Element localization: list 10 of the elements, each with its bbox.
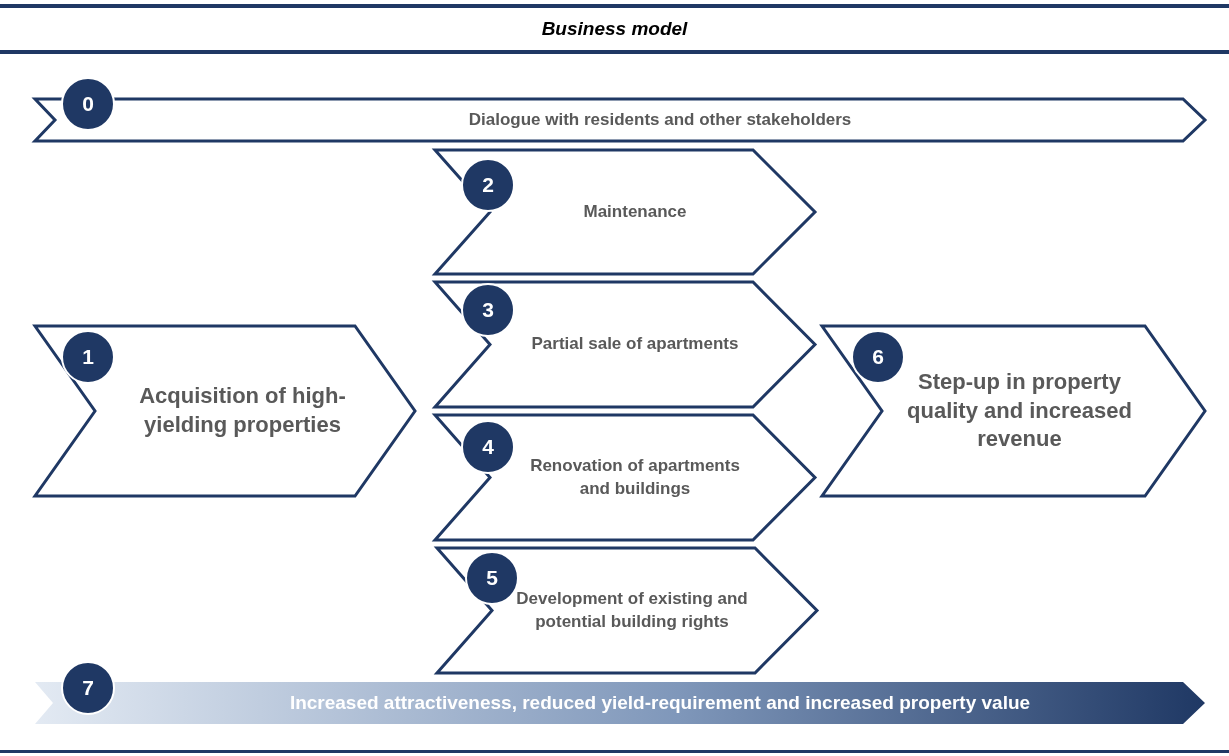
- step-number: 7: [61, 661, 115, 715]
- step-label: Renovation of apartments and buildings: [529, 455, 741, 500]
- step-label: Maintenance: [583, 200, 687, 223]
- step-label: Acquisition of high-yielding properties: [138, 382, 347, 439]
- step-label: Partial sale of apartments: [531, 333, 739, 356]
- step-label: Increased attractiveness, reduced yield-requirement and increased property value: [289, 690, 1031, 715]
- step-number: 0: [61, 77, 115, 131]
- step-label: Step-up in property quality and increased revenue: [906, 368, 1133, 454]
- diagram-title: Business model: [540, 18, 689, 40]
- step-label: Dialogue with residents and other stakeholders: [468, 108, 852, 131]
